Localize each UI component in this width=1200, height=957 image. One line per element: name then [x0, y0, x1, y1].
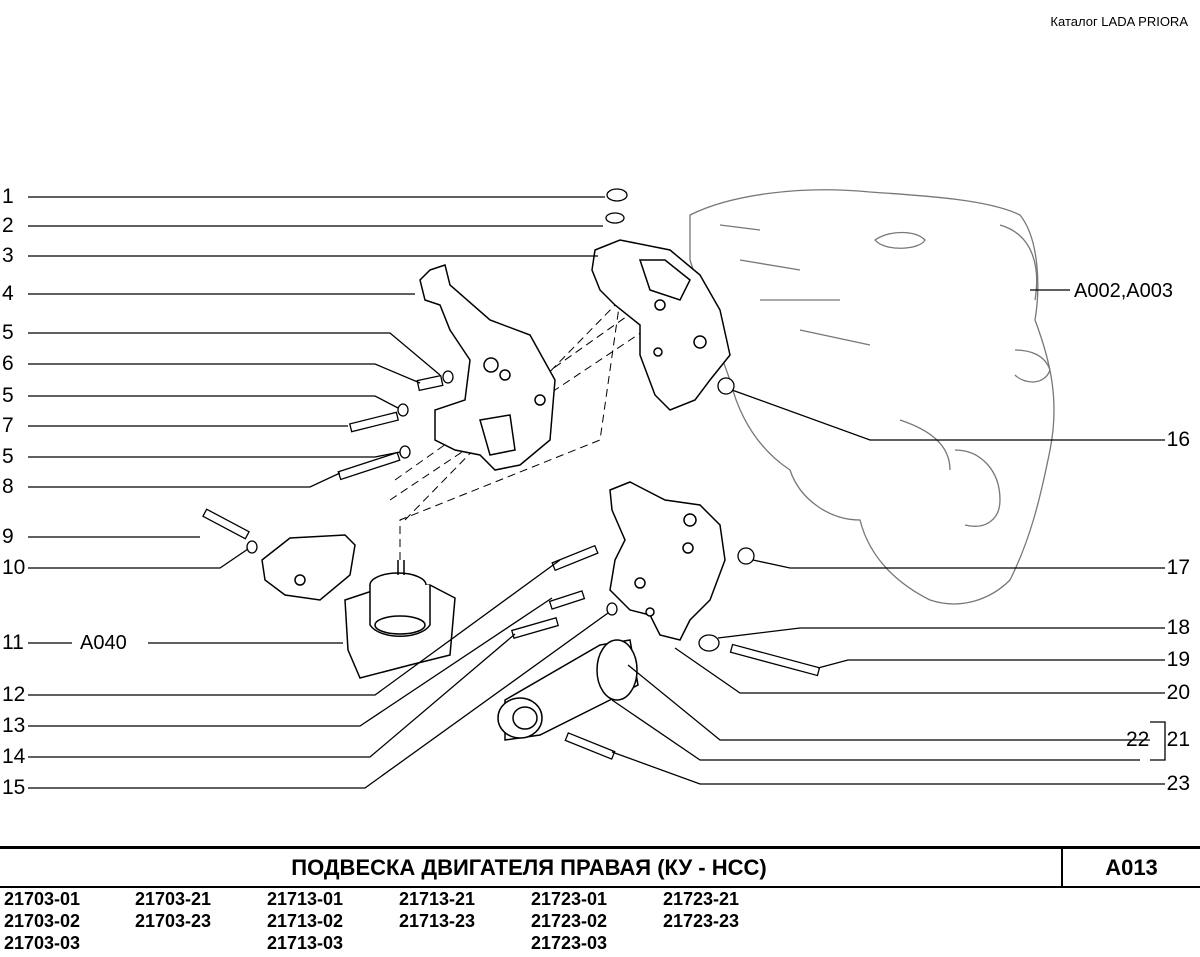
callout-16: 16	[1166, 428, 1190, 451]
callout-13: 13	[2, 714, 26, 737]
callout-20: 20	[1166, 681, 1190, 704]
callout-12: 12	[2, 683, 26, 706]
callout-4: 4	[2, 282, 14, 305]
torque-rod-icon	[497, 639, 639, 741]
callout-11: 11	[2, 631, 24, 654]
bushing-icon	[737, 547, 755, 565]
washer-icon	[397, 403, 409, 417]
nut-icon	[606, 188, 628, 202]
bolt-icon	[729, 643, 821, 677]
model-column: 21703-01 21703-02 21703-03	[4, 888, 80, 954]
callout-5a: 5	[2, 321, 14, 344]
section-code: A013	[1105, 855, 1158, 880]
callout-5b: 5	[2, 384, 14, 407]
bushing-icon	[717, 377, 735, 395]
bolt-icon	[348, 411, 400, 433]
bushing-icon	[698, 634, 720, 652]
model-code: 21713-01	[267, 889, 344, 909]
callout-2: 2	[2, 214, 14, 237]
model-column: 21723-21 21723-23	[663, 888, 739, 932]
callout-6: 6	[2, 352, 14, 375]
model-code: 21703-03	[4, 933, 81, 953]
callout-7: 7	[2, 414, 14, 437]
callout-1: 1	[2, 185, 14, 208]
model-code: 21723-01	[531, 889, 608, 909]
mount-reference: A040	[80, 632, 127, 654]
callout-10: 10	[2, 556, 26, 579]
parts-diagram	[28, 188, 1166, 789]
engine-outline-icon	[689, 189, 1055, 605]
washer-icon	[442, 370, 454, 384]
model-column: 21723-01 21723-02 21723-03	[531, 888, 607, 954]
washer-icon	[399, 445, 411, 459]
model-code: 21703-01	[4, 889, 81, 909]
washer-icon	[605, 212, 625, 224]
callout-23: 23	[1166, 772, 1190, 795]
bolt-icon	[548, 590, 586, 610]
bolt-icon	[202, 508, 250, 540]
callout-22: 22	[1126, 728, 1150, 751]
callout-18: 18	[1166, 616, 1190, 639]
bracket-icon	[419, 264, 556, 471]
model-code: 21723-21	[663, 889, 740, 909]
callout-19: 19	[1166, 648, 1190, 671]
model-code: 21713-02	[267, 911, 344, 931]
callout-5c: 5	[2, 445, 14, 468]
bracket-icon	[609, 481, 726, 641]
model-code: 21703-21	[135, 889, 212, 909]
model-code: 21713-23	[399, 911, 476, 931]
model-column: 21703-21 21703-23	[135, 888, 211, 932]
title-bar: ПОДВЕСКА ДВИГАТЕЛЯ ПРАВАЯ (КУ - НСС) A01…	[0, 846, 1200, 888]
bolt-icon	[416, 374, 444, 392]
model-code: 21713-21	[399, 889, 476, 909]
title-divider	[1061, 849, 1063, 886]
bolt-icon	[510, 617, 560, 639]
model-code: 21703-02	[4, 911, 81, 931]
callout-21: 21	[1166, 728, 1190, 751]
bolt-icon	[337, 451, 401, 481]
callout-14: 14	[2, 745, 26, 768]
page-title: ПОДВЕСКА ДВИГАТЕЛЯ ПРАВАЯ (КУ - НСС)	[291, 855, 767, 880]
bolt-icon	[551, 544, 599, 572]
catalog-header: Каталог LADA PRIORA	[1050, 14, 1188, 29]
callout-9: 9	[2, 525, 14, 548]
callout-17: 17	[1166, 556, 1190, 579]
washer-icon	[606, 602, 618, 616]
callout-8: 8	[2, 475, 14, 498]
model-code: 21703-23	[135, 911, 212, 931]
callout-15: 15	[2, 776, 26, 799]
rubber-mount-icon	[344, 560, 456, 679]
bolt-icon	[564, 732, 616, 760]
callout-3: 3	[2, 244, 14, 267]
engine-reference: A002,A003	[1074, 280, 1173, 302]
bracket-icon	[591, 239, 731, 411]
bracket-icon	[261, 534, 356, 601]
model-code: 21723-02	[531, 911, 608, 931]
model-code: 21723-23	[663, 911, 740, 931]
model-column: 21713-21 21713-23	[399, 888, 475, 932]
leader-lines	[28, 196, 1166, 789]
model-code: 21723-03	[531, 933, 608, 953]
washer-icon	[246, 540, 258, 554]
model-code: 21713-03	[267, 933, 344, 953]
fastener-icons	[202, 188, 821, 760]
model-column: 21713-01 21713-02 21713-03	[267, 888, 343, 954]
